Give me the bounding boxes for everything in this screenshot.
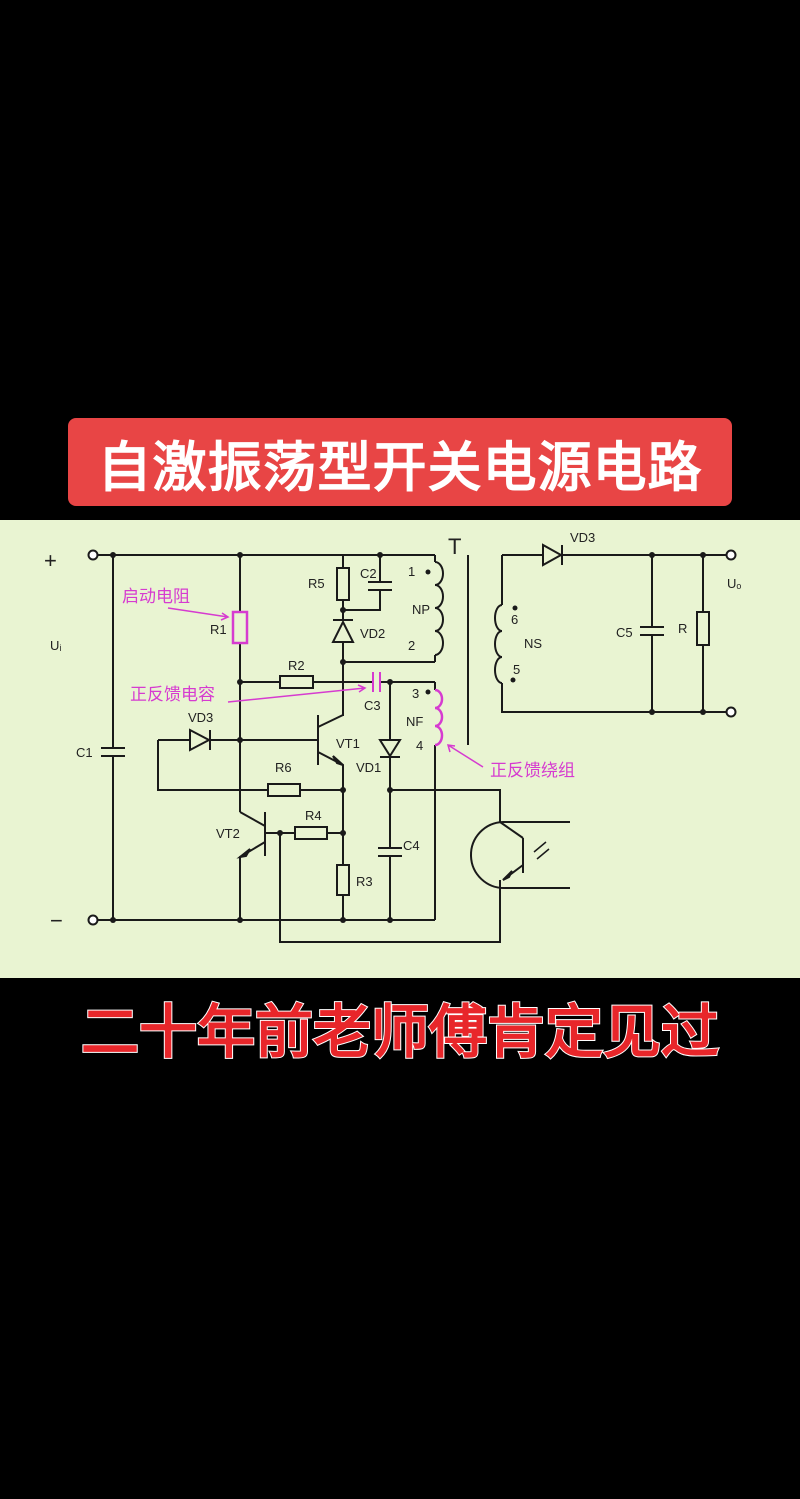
- np-winding: [434, 561, 444, 656]
- nf-winding: [434, 688, 444, 747]
- caption-text: 二十年前老师傅肯定见过: [80, 997, 720, 1067]
- pin5-label: 5: [513, 662, 520, 677]
- r2-resistor: [279, 675, 314, 689]
- ns-winding: [494, 604, 503, 684]
- vd2-diode: [331, 619, 355, 643]
- arrows: [236, 755, 513, 881]
- c3-label: C3: [364, 698, 381, 713]
- r6-label: R6: [275, 760, 292, 775]
- title-text: 自激振荡型开关电源电路: [97, 435, 703, 499]
- t-label: T: [448, 534, 461, 559]
- c5-label: C5: [616, 625, 633, 640]
- r4-label: R4: [305, 808, 322, 823]
- circuit-diagram: + − Uᵢ C1 R1 R2 R5 C2 VD2 C3 VD3 VT1 VD1…: [0, 520, 800, 978]
- vd3-diode: [189, 728, 212, 752]
- vd3-label: VD3: [188, 710, 213, 725]
- r6-resistor: [267, 783, 301, 797]
- np-label: NP: [412, 602, 430, 617]
- r1-resistor: [231, 610, 249, 645]
- vd3-output-label: VD3: [570, 530, 595, 545]
- vd3-output-diode: [542, 543, 564, 567]
- ns-label: NS: [524, 636, 542, 651]
- junction-dots: [110, 552, 706, 923]
- plus-label: +: [44, 548, 57, 573]
- r4-resistor: [294, 826, 328, 840]
- r5-label: R5: [308, 576, 325, 591]
- pin6-label: 6: [511, 612, 518, 627]
- vt2-label: VT2: [216, 826, 240, 841]
- r3-label: R3: [356, 874, 373, 889]
- coils: [434, 561, 503, 747]
- nf-label: NF: [406, 714, 423, 729]
- minus-label: −: [50, 908, 63, 933]
- annotation-arrows: [167, 607, 484, 768]
- vt1-label: VT1: [336, 736, 360, 751]
- uo-label: Uₒ: [727, 576, 741, 591]
- vd1-label: VD1: [356, 760, 381, 775]
- r-load-label: R: [678, 621, 687, 636]
- labels: + − Uᵢ C1 R1 R2 R5 C2 VD2 C3 VD3 VT1 VD1…: [44, 530, 741, 933]
- vd2-label: VD2: [360, 626, 385, 641]
- ui-label: Uᵢ: [50, 638, 61, 653]
- pin1-label: 1: [408, 564, 415, 579]
- title-banner: 自激振荡型开关电源电路: [68, 418, 732, 506]
- r3-resistor: [336, 864, 350, 896]
- wires: [97, 545, 727, 943]
- c1-label: C1: [76, 745, 93, 760]
- feedback-capacitor-annotation: 正反馈电容: [130, 685, 215, 705]
- pin3-label: 3: [412, 686, 419, 701]
- capacitor-c3: [372, 672, 381, 692]
- diodes: [189, 543, 564, 758]
- vd1-diode: [378, 739, 402, 758]
- feedback-winding-annotation: 正反馈绕组: [490, 761, 575, 781]
- r1-label: R1: [210, 622, 227, 637]
- r2-label: R2: [288, 658, 305, 673]
- pin4-label: 4: [416, 738, 423, 753]
- r5-resistor: [336, 567, 350, 601]
- pin2-label: 2: [408, 638, 415, 653]
- c4-label: C4: [403, 838, 420, 853]
- c2-label: C2: [360, 566, 377, 581]
- r-load-resistor: [696, 611, 710, 646]
- terminals: [87, 549, 737, 926]
- start-resistor-annotation: 启动电阻: [122, 587, 190, 607]
- component-bodies: [231, 567, 710, 896]
